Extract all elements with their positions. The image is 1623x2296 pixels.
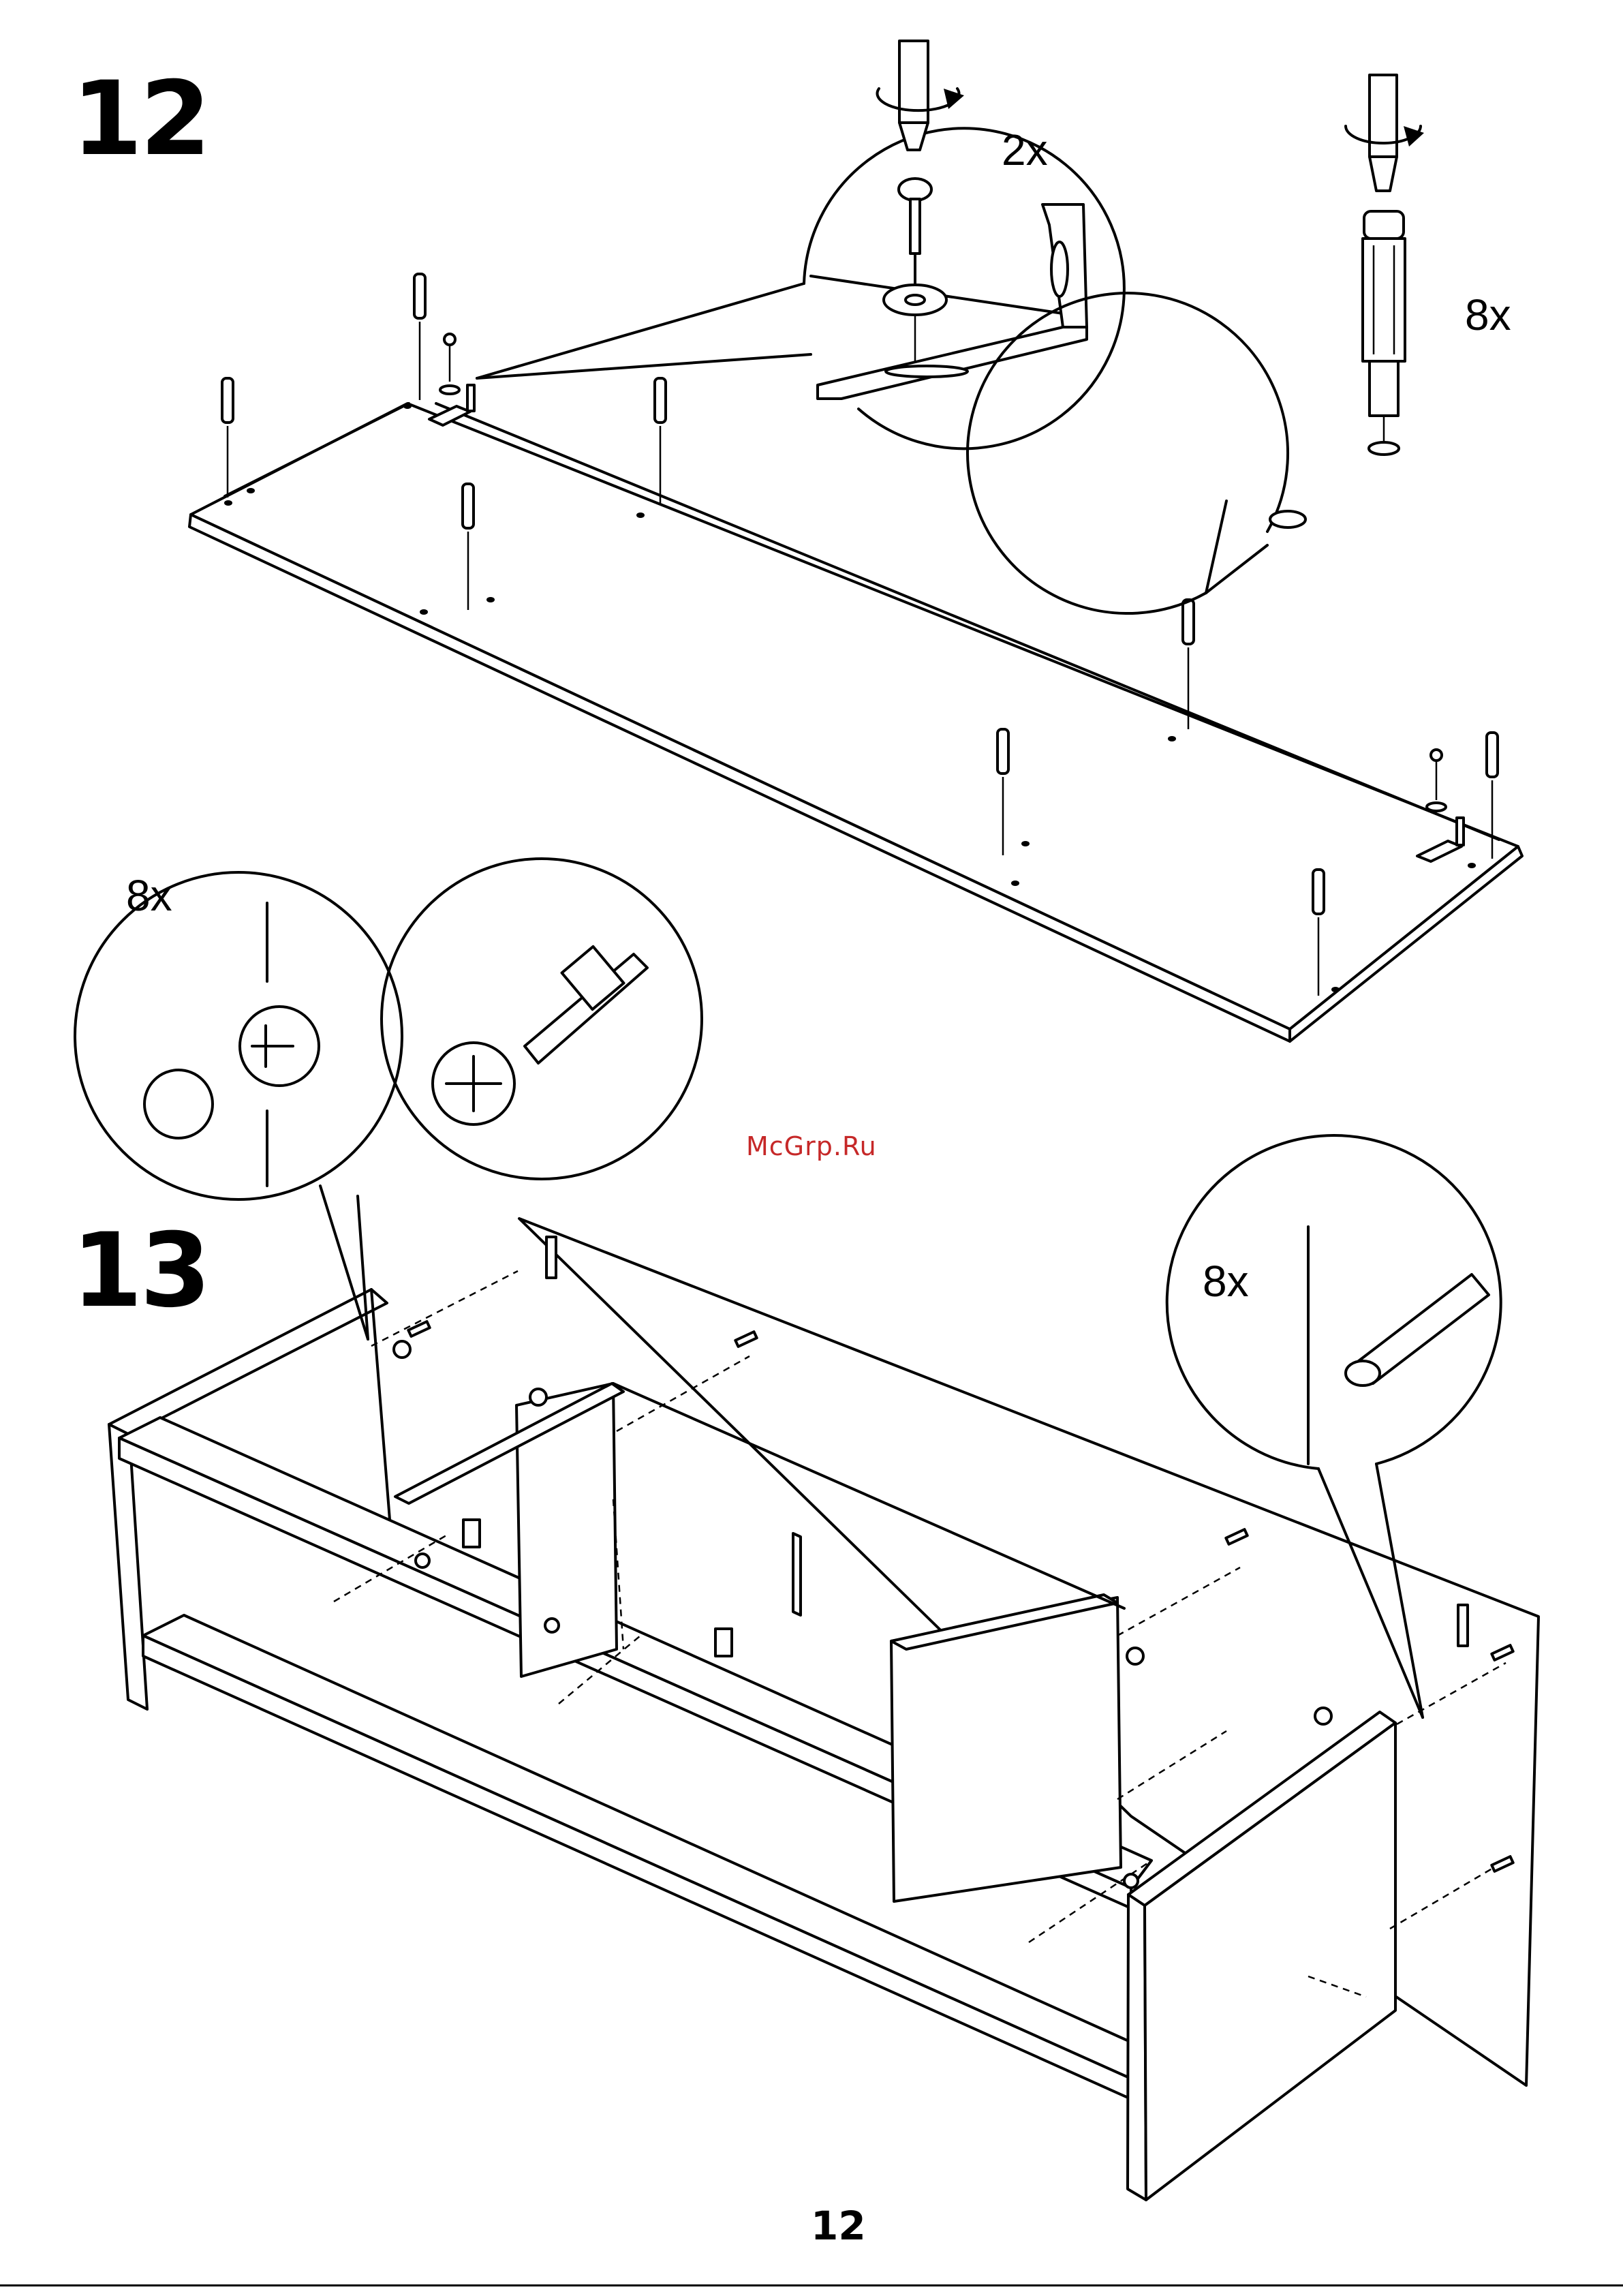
cabinet-frame-illustration [75, 859, 1539, 2200]
top-panel-illustration [189, 41, 1522, 1041]
bracket-detail-callout [477, 41, 1124, 448]
